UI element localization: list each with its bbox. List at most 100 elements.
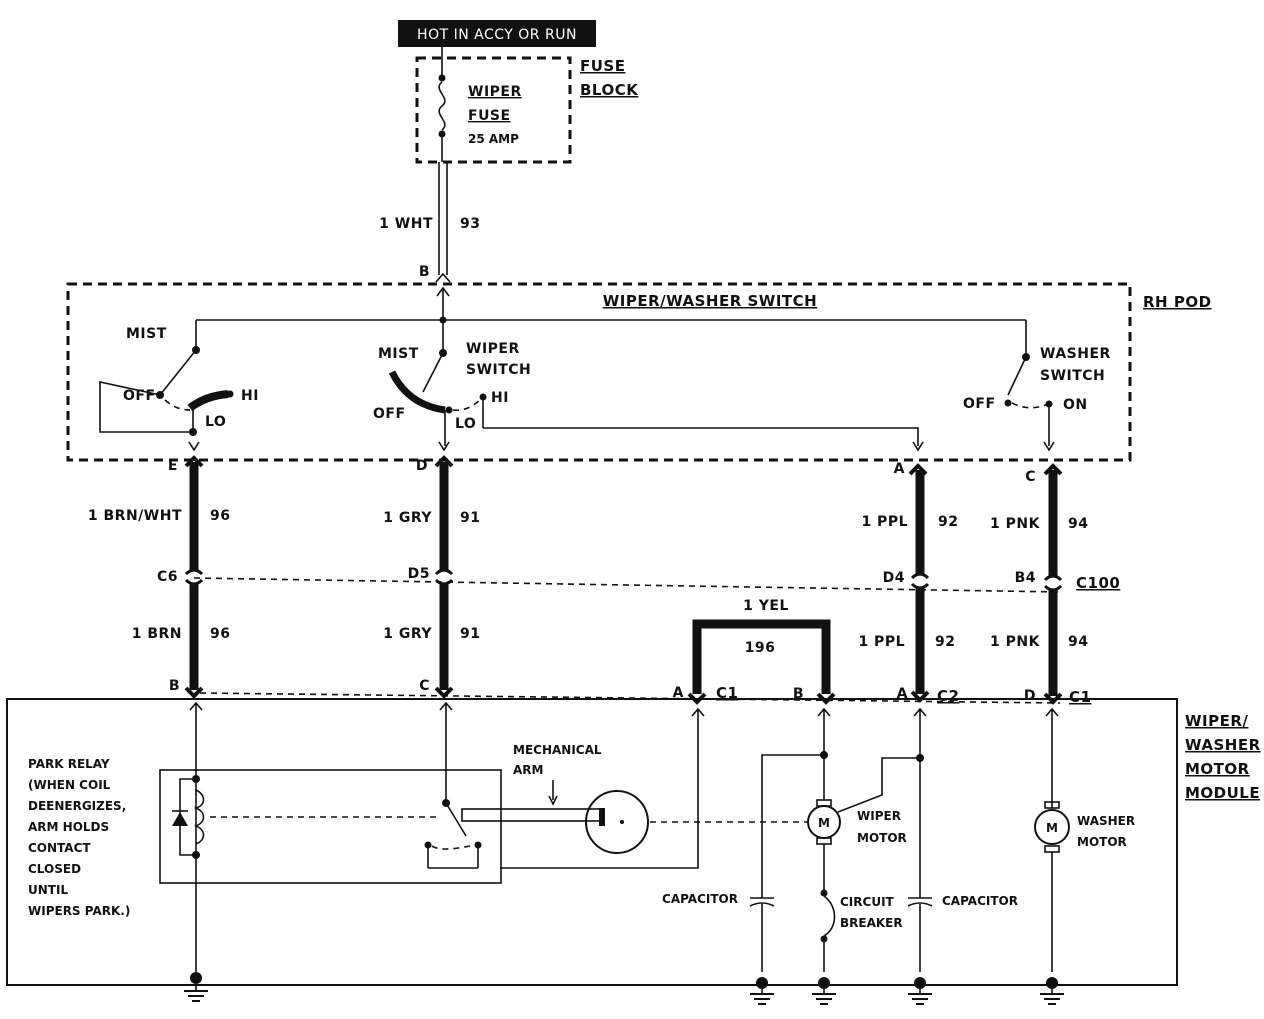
switch-hi-mid: HI	[491, 390, 509, 406]
fuse-rating: 25 AMP	[468, 132, 519, 146]
switch-washer-2: SWITCH	[1040, 368, 1105, 384]
washer-motor-symbol: M	[1046, 821, 1058, 835]
jumper-circuit: 196	[745, 640, 776, 656]
power-source-label: HOT IN ACCY OR RUN	[398, 20, 596, 47]
park-relay-line-2: DEENERGIZES,	[28, 799, 126, 813]
wire-96-c100-cavity: C6	[157, 569, 178, 585]
c1-right-label: C1	[1069, 688, 1091, 706]
park-relay-line-4: CONTACT	[28, 841, 91, 855]
wire-91-top-terminal: D	[416, 458, 428, 474]
feed-wire-circuit: 93	[460, 216, 480, 232]
switch-title: WIPER/WASHER SWITCH	[603, 292, 817, 310]
wiper-motor-label-2: MOTOR	[857, 831, 907, 845]
module-title-4: MODULE	[1185, 784, 1260, 802]
park-relay-line-6: UNTIL	[28, 883, 68, 897]
wire-91-lower-color: 1 GRY	[383, 626, 432, 642]
ground-icon	[908, 977, 932, 1005]
wire-96-top-terminal: E	[168, 458, 178, 474]
wire-91: D 1 GRY 91 D5 1 GRY 91 C	[383, 455, 480, 699]
switch-mist-left: MIST	[126, 326, 167, 342]
wire-96-upper-color: 1 BRN/WHT	[88, 508, 182, 524]
ground-icon	[184, 972, 208, 1002]
fuse-name-1: WIPER	[468, 84, 522, 100]
module-title-3: MOTOR	[1185, 760, 1250, 778]
wire-92-bottom-terminal: A	[897, 686, 908, 702]
wire-92-upper-circuit: 92	[938, 514, 958, 530]
ground-icon	[1040, 977, 1064, 1005]
park-relay-box	[159, 769, 502, 884]
circuit-breaker-label-1: CIRCUIT	[840, 895, 895, 909]
washer-motor-label-2: MOTOR	[1077, 835, 1127, 849]
feed-wire-terminal: B	[419, 264, 430, 280]
c2-label: C2	[937, 687, 959, 705]
wire-92-top-terminal: A	[894, 461, 905, 477]
relay-coil-icon	[193, 789, 205, 845]
switch-mist-mid: MIST	[378, 346, 419, 362]
jumper-color: 1 YEL	[743, 598, 789, 614]
circuit-breaker-icon	[823, 895, 836, 937]
park-relay-note: PARK RELAY (WHEN COIL DEENERGIZES, ARM H…	[28, 757, 130, 918]
motor-module: WIPER/ WASHER MOTOR MODULE PARK RELAY (W…	[6, 698, 1261, 986]
c100-connector-line	[193, 577, 1061, 593]
jumper-left-terminal: A	[673, 685, 684, 701]
capacitor-left-label: CAPACITOR	[662, 892, 738, 906]
wire-94-top-terminal: C	[1025, 469, 1036, 485]
wire-91-bottom-terminal: C	[419, 678, 430, 694]
park-relay-line-0: PARK RELAY	[28, 757, 110, 771]
wire-92-lower-color: 1 PPL	[858, 634, 905, 650]
cam-disc-icon	[585, 790, 649, 854]
switch-on-right: ON	[1063, 397, 1088, 413]
module-title-1: WIPER/	[1185, 712, 1248, 730]
park-relay-line-5: CLOSED	[28, 862, 81, 876]
wire-96-lower-color: 1 BRN	[132, 626, 182, 642]
switch-wiper-1: WIPER	[466, 341, 520, 357]
wire-94-lower-circuit: 94	[1068, 634, 1088, 650]
fuse-block: FUSE BLOCK WIPER FUSE 25 AMP	[415, 56, 639, 164]
wire-92-lower-circuit: 92	[935, 634, 955, 650]
wire-96: E 1 BRN/WHT 96 C6 1 BRN 96 B	[88, 455, 230, 699]
wire-91-upper-color: 1 GRY	[383, 510, 432, 526]
park-relay-line-7: WIPERS PARK.)	[28, 904, 130, 918]
switch-off-left: OFF	[123, 388, 156, 404]
switch-lo-left: LO	[205, 414, 226, 430]
wire-94-c100-cavity: B4	[1015, 570, 1036, 586]
c100-label: C100	[1076, 574, 1120, 592]
wire-96-bottom-terminal: B	[169, 678, 180, 694]
module-title-2: WASHER	[1185, 736, 1261, 754]
c1-left-label: C1	[716, 684, 738, 702]
wire-92-upper-color: 1 PPL	[861, 514, 908, 530]
wire-91-lower-circuit: 91	[460, 626, 480, 642]
circuit-breaker-label-2: BREAKER	[840, 916, 903, 930]
washer-motor-icon	[1034, 809, 1070, 845]
washer-motor-label-1: WASHER	[1077, 814, 1135, 828]
feed-wire-color: 1 WHT	[379, 216, 433, 232]
park-relay-line-1: (WHEN COIL	[28, 778, 111, 792]
fuse-block-title-1: FUSE	[580, 57, 625, 75]
ground-icon	[812, 977, 836, 1005]
wire-94-upper-circuit: 94	[1068, 516, 1088, 532]
ground-symbols	[184, 972, 1064, 1005]
wire-94: C 1 PNK 94 B4 1 PNK 94 D	[990, 463, 1088, 705]
wire-91-upper-circuit: 91	[460, 510, 480, 526]
wiper-motor-label-1: WIPER	[857, 809, 901, 823]
fuse-element-icon	[438, 81, 446, 131]
wire-91-c100-cavity: D5	[408, 566, 430, 582]
rh-pod-label: RH POD	[1143, 293, 1212, 311]
fuse-block-title-2: BLOCK	[580, 81, 639, 99]
fuse-name-2: FUSE	[468, 108, 511, 124]
switch-hi-left: HI	[241, 388, 259, 404]
switch-off-right: OFF	[963, 396, 996, 412]
jumper-right-terminal: B	[793, 686, 804, 702]
power-label-text: HOT IN ACCY OR RUN	[417, 27, 577, 43]
capacitor-right-label: CAPACITOR	[942, 894, 1018, 908]
jumper-wire-196: 1 YEL 196 A B	[673, 598, 836, 705]
switch-wiper-2: SWITCH	[466, 362, 531, 378]
switch-lo-mid: LO	[455, 416, 476, 432]
wire-96-upper-circuit: 96	[210, 508, 230, 524]
wire-94-lower-color: 1 PNK	[990, 634, 1041, 650]
wire-94-upper-color: 1 PNK	[990, 516, 1041, 532]
wiper-motor-symbol: M	[818, 816, 830, 830]
switch-off-mid: OFF	[373, 406, 406, 422]
